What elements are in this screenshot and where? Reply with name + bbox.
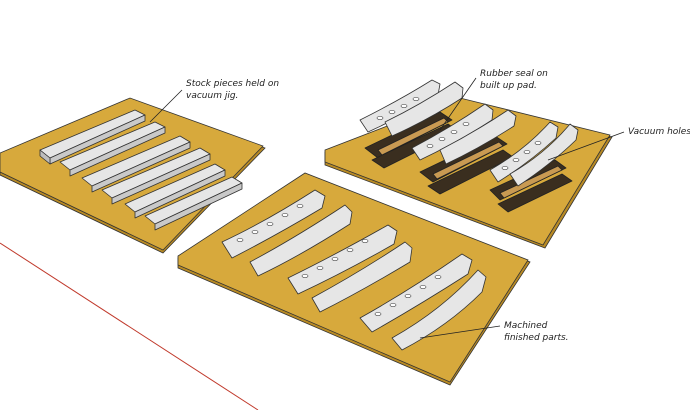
annotation-vacuum-line-1: Vacuum holes	[628, 127, 690, 137]
annotation-stock-line-2: vacuum jig.	[186, 91, 238, 101]
annotation-machined-line-2: finished parts.	[504, 333, 569, 343]
annotation-machined-line-1: Machined	[504, 321, 548, 331]
leader-vacuum	[547, 131, 625, 161]
annotation-machined: Machined finished parts.	[504, 321, 569, 343]
annotation-seal-line-2: built up pad.	[480, 81, 537, 91]
annotation-vacuum: Vacuum holes	[628, 127, 690, 137]
leader-machined	[419, 325, 501, 339]
annotation-stock-line-1: Stock pieces held on	[186, 79, 279, 89]
annotation-seal-line-1: Rubber seal on	[480, 69, 548, 79]
parts-on-pads	[359, 79, 579, 187]
annotation-seal: Rubber seal on built up pad.	[480, 69, 551, 91]
annotation-stock: Stock pieces held on vacuum jig.	[186, 79, 282, 101]
leader-seal	[439, 77, 477, 131]
axis-line	[0, 242, 259, 410]
slot-holes	[236, 204, 442, 316]
leader-stock	[149, 89, 183, 123]
stock-pieces	[39, 109, 243, 231]
vacuum-holes	[376, 97, 542, 170]
